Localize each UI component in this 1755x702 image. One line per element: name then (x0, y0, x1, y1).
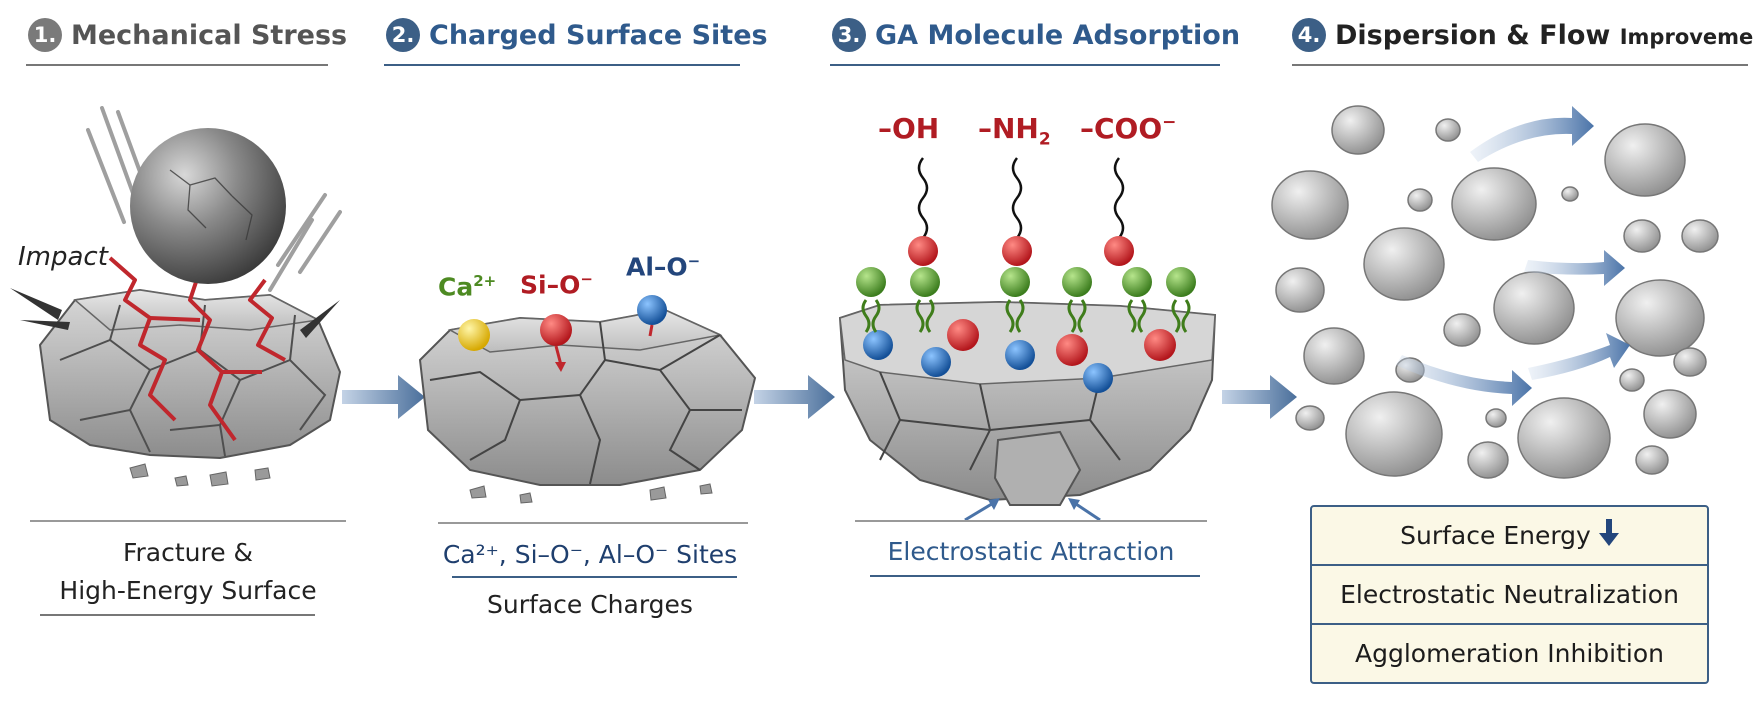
step-4-number-badge: 4. (1292, 18, 1326, 52)
rock-fragment (993, 430, 1082, 506)
surface-ions (863, 319, 1176, 393)
al-o-ion-charge: − (687, 252, 701, 270)
effects-box: Surface Energy Electrostatic Neutralizat… (1310, 505, 1709, 684)
step-1-header: 1. Mechanical Stress (28, 18, 347, 52)
flow-arrows-curved (1396, 106, 1630, 406)
ca-ion-charge: 2+ (473, 272, 497, 290)
al-o-ion-sphere (637, 295, 667, 325)
al-o-ion-label: Al–O− (626, 252, 700, 281)
panel-2-scene (418, 295, 757, 504)
ca-ion-text: Ca (438, 272, 474, 302)
step-2-header: 2. Charged Surface Sites (386, 18, 768, 52)
green-heads (856, 267, 1196, 297)
dispersed-particles (1271, 105, 1719, 479)
step-1-number-badge: 1. (28, 18, 62, 52)
nh2-group-text: –NH (978, 112, 1039, 145)
step-4-title-main: Dispersion & Flow (1335, 19, 1620, 51)
oh-group-label: –OH (878, 112, 940, 145)
step-2-underline (384, 64, 740, 66)
rock-debris (469, 483, 713, 504)
rock-debris (129, 463, 271, 487)
coo-group-charge: − (1162, 112, 1177, 133)
panel-1-caption-line2: High-Energy Surface (59, 576, 317, 605)
step-1-underline (26, 64, 328, 66)
si-o-ion-sphere (540, 314, 572, 346)
impact-sphere (130, 128, 286, 284)
panel-1-scene (10, 106, 342, 487)
panel-3-scene (838, 157, 1217, 522)
si-o-ion-label: Si–O− (520, 270, 593, 299)
step-2-title: Charged Surface Sites (429, 19, 768, 51)
flow-arrow-2 (754, 375, 835, 419)
coo-group-text: –COO (1080, 112, 1163, 145)
panel-1-rule-bottom (40, 614, 315, 616)
panel-2-caption-sites: Ca²⁺, Si–O⁻, Al–O⁻ Sites (442, 540, 738, 569)
panel-2-caption-charges: Surface Charges (487, 590, 693, 619)
nh2-group-subscript: 2 (1038, 129, 1051, 150)
panel-1-rule-top (30, 520, 346, 522)
step-2-number-badge: 2. (386, 18, 420, 52)
step-1-title: Mechanical Stress (71, 19, 348, 51)
step-3-number-badge: 3. (832, 18, 866, 52)
step-3-header: 3. GA Molecule Adsorption (832, 18, 1240, 52)
step-3-underline (830, 64, 1220, 66)
coo-group-label: –COO− (1080, 112, 1176, 145)
nh2-head (1002, 236, 1032, 266)
step-3-title: GA Molecule Adsorption (875, 19, 1241, 51)
impact-shards (10, 288, 340, 338)
effect-surface-energy: Surface Energy (1312, 507, 1707, 566)
panel-3-rule-top (855, 520, 1207, 522)
effect-surface-energy-text: Surface Energy (1400, 521, 1591, 550)
step-4-header: 4. Dispersion & Flow Improvement (1292, 18, 1755, 52)
effect-agglomeration-inhibition: Agglomeration Inhibition (1355, 639, 1664, 668)
nh2-group-label: –NH2 (978, 112, 1051, 150)
step-4-underline (1292, 64, 1748, 66)
ca-ion-sphere (458, 319, 490, 351)
si-o-ion-text: Si–O (520, 270, 581, 300)
ca-ion-label: Ca2+ (438, 272, 496, 301)
step-4-title: Dispersion & Flow Improvement (1335, 20, 1755, 51)
effect-electrostatic-neutralization: Electrostatic Neutralization (1312, 566, 1707, 625)
panel-3-caption: Electrostatic Attraction (887, 537, 1175, 566)
motion-streaks (86, 106, 342, 292)
si-o-ion-charge: − (580, 270, 593, 288)
flow-arrow-3 (1222, 375, 1297, 419)
coo-head (1104, 236, 1134, 266)
panel-2-rule-top (438, 522, 748, 524)
flow-arrow-1 (342, 375, 425, 419)
panel-2-rule-mid (452, 576, 737, 578)
red-cracks (108, 256, 286, 442)
step-4-title-extra: Improvement (1619, 24, 1755, 49)
attraction-arrows (964, 500, 1101, 522)
al-o-ion-text: Al–O (626, 252, 688, 282)
impact-label: Impact (18, 242, 108, 272)
ga-molecules-green (861, 299, 1191, 333)
molecule-chains (917, 157, 1125, 239)
panel-4-scene (1271, 105, 1719, 479)
oh-head (908, 236, 938, 266)
panel-1-caption-line1: Fracture & (122, 538, 254, 567)
panel-3-rule-bottom (870, 575, 1200, 577)
down-arrow-icon (1598, 518, 1619, 553)
